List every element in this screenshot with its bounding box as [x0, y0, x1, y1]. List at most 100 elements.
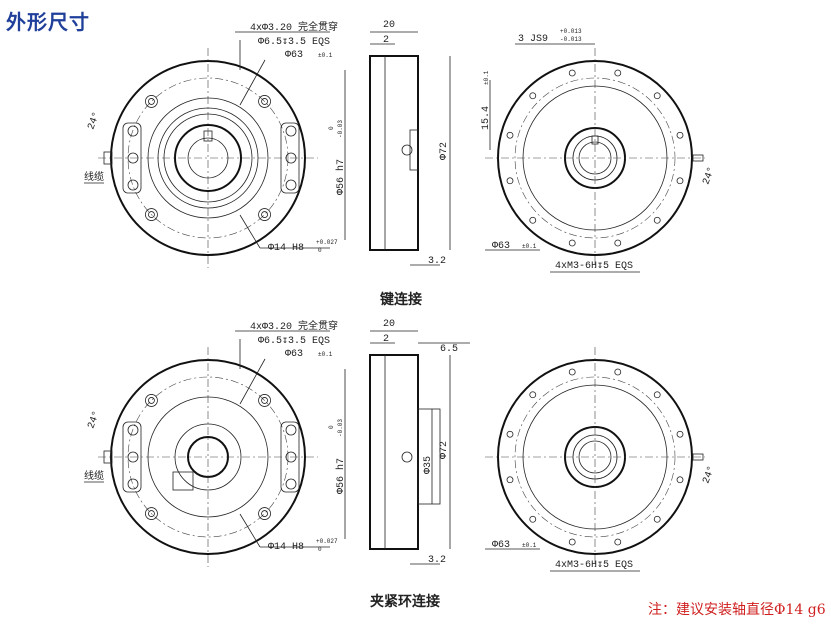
angle-label: 24° — [85, 110, 102, 131]
bore-label: Φ14 H8 — [268, 243, 304, 254]
hole-center — [148, 510, 155, 517]
bore — [578, 141, 612, 175]
bore — [578, 440, 612, 474]
tol: 0 — [328, 425, 335, 429]
angle-label: 24° — [700, 165, 717, 186]
bottom-label: 3.2 — [428, 256, 446, 267]
pcd-label: Φ63 — [285, 349, 303, 360]
key-depth-label: 15.4 — [481, 106, 492, 130]
tol: 0 — [328, 126, 335, 130]
hole-center — [148, 211, 155, 218]
install-note: 注：建议安装轴直径Φ14 g6 — [648, 602, 826, 618]
thread-hole — [676, 177, 684, 185]
thread-label: 4xM3-6H↧5 EQS — [555, 560, 633, 571]
tol: ±0.1 — [522, 243, 537, 250]
rear-pcd-label: Φ63 — [492, 241, 510, 252]
thread-hole — [506, 476, 514, 484]
angle-label: 24° — [700, 464, 717, 485]
thread-hole — [506, 430, 514, 438]
thread-hole — [614, 538, 622, 546]
width-label: 20 — [383, 319, 395, 330]
dia-clamp-label: Φ35 — [423, 456, 434, 474]
dimension-line — [239, 214, 261, 249]
tol: ±0.1 — [483, 70, 490, 85]
bottom-label: 3.2 — [428, 555, 446, 566]
thread-hole — [506, 177, 514, 185]
connector-pin — [127, 179, 139, 191]
screw-head-icon — [145, 507, 158, 520]
connector-pin — [285, 478, 297, 490]
bore-tol: 0 — [318, 247, 322, 254]
hole-center — [261, 510, 268, 517]
pcd-tol: ±0.1 — [318, 52, 333, 59]
pcd-circle — [514, 77, 676, 239]
dia-outer-label: Φ72 — [439, 441, 450, 459]
page-title: 外形尺寸 — [6, 10, 90, 34]
side-body — [369, 354, 419, 550]
key-pin — [401, 144, 413, 156]
counterbore-note: Φ6.5↧3.5 EQS — [258, 336, 330, 347]
mounting-hole — [258, 507, 271, 520]
screw-head-icon — [145, 208, 158, 221]
thread-hole — [653, 92, 661, 100]
thread-hole — [653, 391, 661, 399]
connector-pin — [285, 125, 297, 137]
hole-center — [261, 211, 268, 218]
dimension-line — [239, 59, 266, 106]
hole-center — [148, 98, 155, 105]
dia-inner-label: Φ56 h7 — [335, 159, 347, 195]
thread-hole — [529, 216, 537, 224]
connector-pin — [285, 424, 297, 436]
bore-label: Φ14 H8 — [268, 542, 304, 553]
mounting-hole — [145, 95, 158, 108]
hole-center — [261, 397, 268, 404]
thread-hole — [676, 131, 684, 139]
dia-inner-label: Φ56 h7 — [335, 458, 347, 494]
hole-center — [148, 397, 155, 404]
key-label: 3 JS9 — [518, 34, 548, 45]
mounting-hole — [145, 394, 158, 407]
cable-label: 线缆 — [84, 469, 104, 483]
clamp-screw — [172, 471, 194, 491]
clamp-width-label: 6.5 — [440, 344, 458, 355]
hub-inner — [572, 135, 618, 181]
width-label: 20 — [383, 20, 395, 31]
connector-pin — [127, 424, 139, 436]
step-label: 2 — [383, 334, 389, 345]
caption-key-connection: 键连接 — [380, 292, 422, 308]
tol: -0.03 — [337, 120, 344, 138]
thread-hole — [506, 131, 514, 139]
thread-hole — [529, 92, 537, 100]
tol: +0.013 — [560, 28, 582, 35]
thread-label: 4xM3-6H↧5 EQS — [555, 261, 633, 272]
bore-tol: +0.027 — [316, 538, 338, 545]
thread-hole — [614, 69, 622, 77]
hole-center — [261, 98, 268, 105]
thread-hole — [568, 69, 576, 77]
tol: -0.03 — [337, 419, 344, 437]
hole-note: 4xΦ3.20 完全贯穿 — [250, 319, 338, 333]
clamp-ring-side — [417, 408, 441, 505]
thread-hole — [568, 538, 576, 546]
thread-hole — [614, 368, 622, 376]
angle-label: 24° — [85, 409, 102, 430]
thread-hole — [529, 391, 537, 399]
thread-hole — [653, 216, 661, 224]
counterbore-note: Φ6.5↧3.5 EQS — [258, 37, 330, 48]
mounting-hole — [258, 208, 271, 221]
thread-hole — [568, 239, 576, 247]
screw-head-icon — [258, 394, 271, 407]
cable-label: 线缆 — [84, 170, 104, 184]
hole-note: 4xΦ3.20 完全贯穿 — [250, 20, 338, 34]
thread-hole — [529, 515, 537, 523]
pcd-circle — [127, 376, 289, 538]
hub-inner — [572, 434, 618, 480]
dia-outer-label: Φ72 — [439, 142, 450, 160]
connector-pin — [127, 125, 139, 137]
dimension-line — [239, 513, 261, 548]
pcd-label: Φ63 — [285, 50, 303, 61]
pcd-tol: ±0.1 — [318, 351, 333, 358]
bore-tol: +0.027 — [316, 239, 338, 246]
